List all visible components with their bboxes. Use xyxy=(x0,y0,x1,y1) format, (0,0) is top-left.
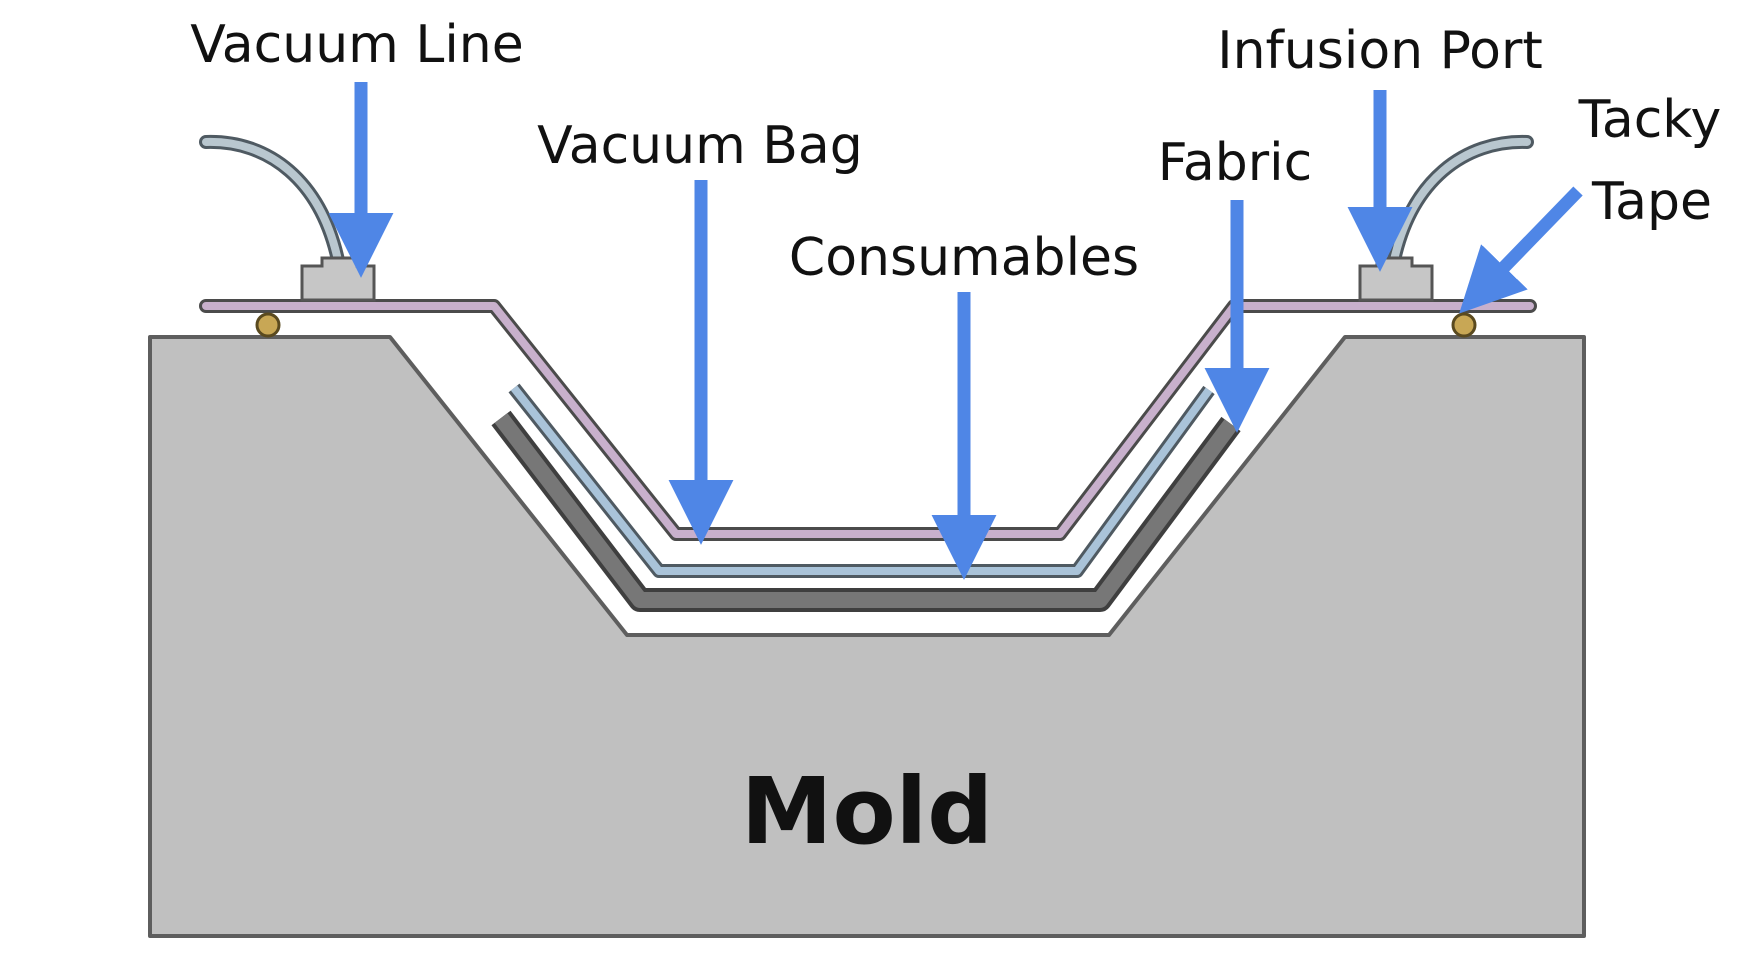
vacuum-line-connector xyxy=(300,256,376,302)
label-vacuum-bag: Vacuum Bag xyxy=(537,116,863,176)
label-mold: Mold xyxy=(741,758,993,865)
label-consumables: Consumables xyxy=(789,228,1139,288)
label-tacky-tape-line1: Tacky xyxy=(1578,90,1722,150)
label-vacuum-line: Vacuum Line xyxy=(190,15,523,75)
infusion-port-tube-fill xyxy=(1389,137,1531,269)
label-fabric: Fabric xyxy=(1158,133,1312,193)
vacuum-bag-fill xyxy=(202,302,1534,538)
label-infusion-port: Infusion Port xyxy=(1217,21,1542,81)
fabric-layer-fill xyxy=(494,413,1238,608)
consumables-layer-fill xyxy=(510,385,1213,575)
tacky-tape-left xyxy=(255,312,281,338)
label-tacky-tape-line2: Tape xyxy=(1591,172,1712,232)
tacky-tape-right xyxy=(1451,312,1477,338)
arrow-tacky-tape xyxy=(1459,186,1583,314)
mold-body xyxy=(148,335,1586,938)
vacuum-line-tube-fill xyxy=(202,137,343,269)
infusion-port-connector xyxy=(1358,256,1434,302)
